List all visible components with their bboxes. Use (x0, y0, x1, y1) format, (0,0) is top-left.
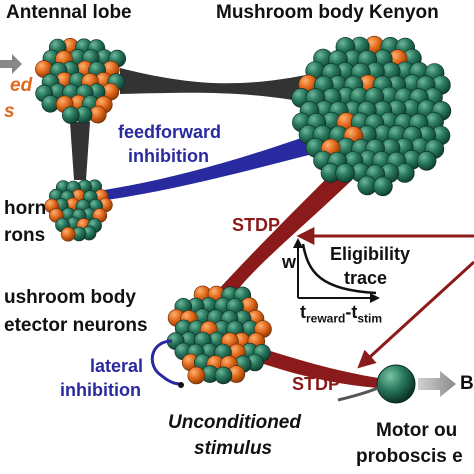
active-neuron (60, 226, 76, 242)
feedforward-label: feedforward (118, 122, 222, 142)
motor-output-label-1: Motor ou (376, 420, 458, 441)
antennal-lobe-label: Antennal lobe (6, 2, 132, 23)
behavior-label: B (460, 373, 474, 394)
neuron (416, 151, 437, 171)
stdp-label-bottom: STDP (292, 374, 341, 394)
detector-label-1: ushroom body (4, 287, 136, 308)
eligibility-trace-plot (293, 238, 380, 303)
behavior-arrow (418, 371, 456, 397)
lateral-inhibition-arc (150, 339, 181, 386)
detector-label-2: etector neurons (4, 315, 148, 336)
motor-output-label-2: proboscis e (356, 446, 463, 467)
lateral-horn-label-2: rons (4, 225, 46, 246)
conditioned-stimulus-label-2: s (4, 101, 15, 122)
neuron (373, 176, 393, 197)
lateral-inhibition-end (178, 382, 184, 388)
conditioned-stimulus-label-1: ed (10, 75, 33, 96)
trace-w-label: w (282, 252, 297, 272)
lateral-label: lateral (90, 356, 144, 376)
neuron (214, 366, 233, 385)
kenyon-cell-cluster (291, 35, 452, 197)
unconditioned-label: Unconditioned (168, 412, 301, 433)
lateral-horn-label-1: horn (4, 198, 47, 219)
unconditioned-stimulus-arrow (337, 386, 379, 402)
al-to-horn-connection (70, 122, 90, 180)
al-to-kc-connection (120, 68, 335, 108)
stimulus-label: stimulus (194, 438, 273, 459)
neuron (62, 106, 80, 124)
trace-x-axis-label: treward-tstim (300, 302, 383, 326)
lateral-horn-cluster (44, 179, 113, 242)
neuron (335, 163, 355, 183)
feedforward-inhibition-label: inhibition (128, 146, 209, 166)
kc-to-detector-stdp-connection (218, 175, 352, 300)
reward-feedback-line-bottom (357, 260, 474, 369)
trace-label: trace (344, 268, 388, 288)
active-neuron (187, 366, 206, 385)
antennal-lobe-cluster (35, 37, 126, 124)
feedforward-inhibition-connection (92, 128, 336, 202)
eligibility-label: Eligibility (330, 244, 411, 264)
input-arrow (0, 54, 22, 74)
detector-neuron-cluster (166, 285, 272, 385)
motor-output-neuron (376, 364, 416, 404)
lateral-inhibition-label: inhibition (60, 380, 141, 400)
stdp-label-top: STDP (232, 215, 281, 235)
trace-curve (301, 243, 377, 295)
mushroom-body-kenyon-label: Mushroom body Kenyon (216, 2, 439, 23)
